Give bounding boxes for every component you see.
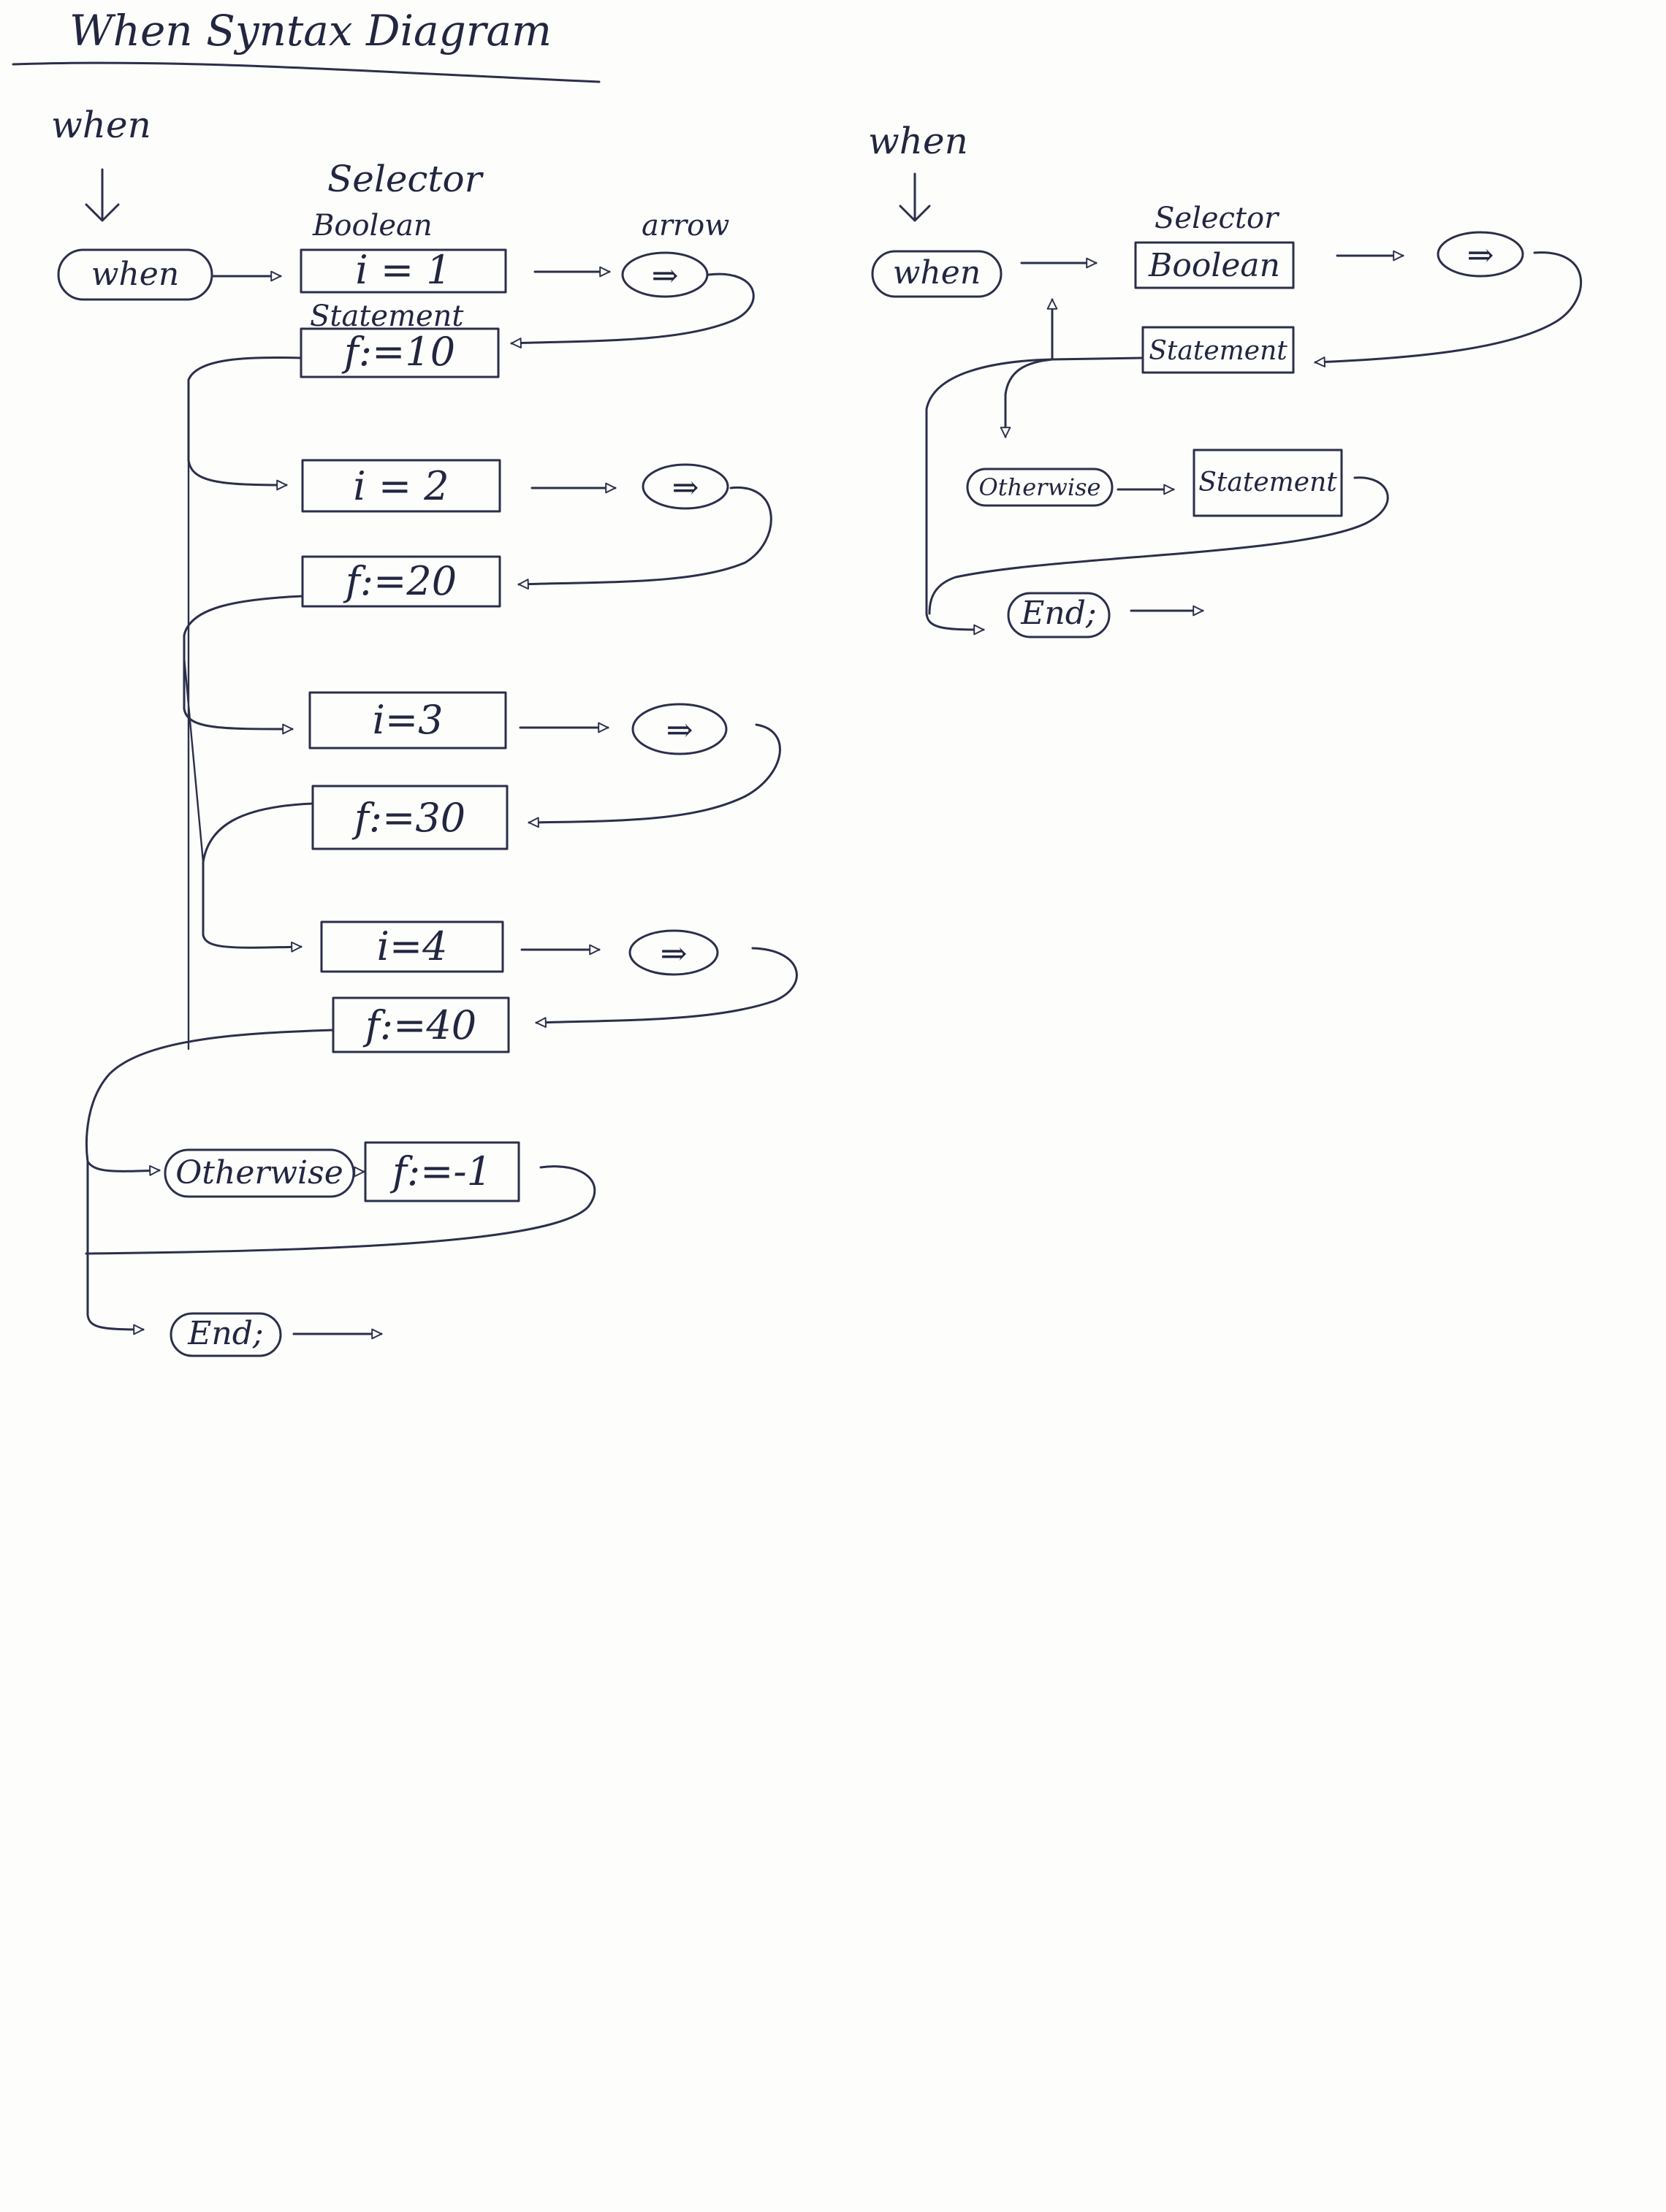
title-underline — [12, 61, 601, 83]
left-heading: when — [51, 104, 151, 146]
left-otherwise-entry-line — [85, 1029, 335, 1176]
left-case2-entry-line — [187, 356, 303, 491]
left-case3-statement: f:=30 — [351, 795, 465, 841]
diagram-title: When Syntax Diagram — [69, 6, 552, 56]
left-case1-statement-box — [300, 327, 500, 378]
left-case4-condition-box — [320, 920, 504, 973]
left-case2-statement-box — [301, 555, 501, 608]
right-otherwise-statement-text: Statement — [1198, 468, 1337, 497]
left-otherwise-statement-box — [364, 1141, 520, 1202]
right-otherwise-statement-box — [1193, 449, 1343, 517]
right-end-oval-text: End; — [1020, 595, 1096, 632]
right-statement-box-text: Statement — [1149, 336, 1287, 366]
left-otherwise-return-line — [85, 1165, 596, 1255]
left-boolean-label: Boolean — [312, 209, 433, 243]
right-otherwise-entry-line — [1000, 358, 1054, 438]
left-case3-entry-line — [183, 595, 304, 735]
left-selector-label: Selector — [327, 158, 484, 200]
right-otherwise-return-line — [928, 476, 1389, 615]
left-when-oval — [57, 248, 213, 301]
left-case4-condition: i=4 — [377, 923, 448, 969]
left-case4-statement: f:=40 — [362, 1002, 476, 1048]
right-return-line — [1314, 251, 1582, 367]
left-case1-condition: i = 1 — [355, 247, 451, 293]
left-arrow-label: arrow — [642, 209, 729, 243]
left-case3-arrow-oval — [631, 703, 728, 755]
left-case2-condition-box — [301, 459, 501, 513]
right-statement-box — [1141, 326, 1295, 374]
left-when-oval-text: when — [91, 256, 179, 293]
right-when-oval — [871, 250, 1003, 298]
left-case3-statement-box — [311, 785, 509, 850]
left-case1-arrow-symbol: ⇒ — [652, 257, 679, 294]
left-otherwise-oval — [164, 1148, 355, 1198]
left-case4-arrow-oval — [628, 929, 719, 976]
right-selector-label: Selector — [1155, 202, 1280, 235]
left-end-entry-line — [86, 1160, 145, 1335]
right-boolean-box — [1134, 241, 1295, 289]
left-case1-condition-box — [300, 248, 507, 294]
left-end-oval — [170, 1312, 282, 1357]
right-when-oval-text: when — [893, 254, 981, 291]
left-backbone-line — [183, 378, 205, 1050]
left-case4-arrow-symbol: ⇒ — [661, 935, 688, 972]
left-case4-return-line — [535, 947, 798, 1028]
left-case4-entry-line — [202, 802, 314, 953]
left-statement-label: Statement — [310, 300, 464, 333]
left-case2-statement: f:=20 — [343, 558, 457, 604]
right-heading: when — [868, 120, 968, 162]
left-case3-condition-box — [308, 691, 507, 750]
right-end-oval — [1007, 592, 1111, 638]
right-arrow-oval — [1437, 231, 1524, 278]
left-end-oval-text: End; — [187, 1315, 263, 1352]
left-otherwise-oval-text: Otherwise — [175, 1154, 343, 1191]
left-case3-return-line — [528, 723, 781, 828]
right-end-entry-line — [925, 358, 1054, 636]
right-otherwise-oval-text: Otherwise — [979, 473, 1101, 501]
right-arrow-symbol: ⇒ — [1467, 237, 1494, 274]
right-boolean-box-text: Boolean — [1148, 247, 1280, 284]
left-case2-return-line — [517, 487, 772, 590]
right-loop-back-arrow — [1046, 298, 1144, 361]
left-case2-arrow-oval — [642, 463, 729, 510]
left-case4-statement-box — [332, 996, 510, 1053]
left-entry-arrowhead — [85, 203, 120, 222]
left-case1-statement: f:=10 — [341, 329, 455, 375]
right-otherwise-oval — [966, 468, 1114, 507]
left-case2-arrow-symbol: ⇒ — [672, 469, 699, 506]
left-case3-arrow-symbol: ⇒ — [666, 712, 693, 749]
right-entry-arrowhead — [899, 205, 931, 222]
left-otherwise-statement: f:=-1 — [389, 1148, 492, 1194]
left-case1-arrow-oval — [621, 251, 709, 298]
left-case1-return-line — [510, 272, 755, 348]
left-case2-condition: i = 2 — [353, 463, 449, 509]
left-case3-condition: i=3 — [373, 697, 444, 743]
